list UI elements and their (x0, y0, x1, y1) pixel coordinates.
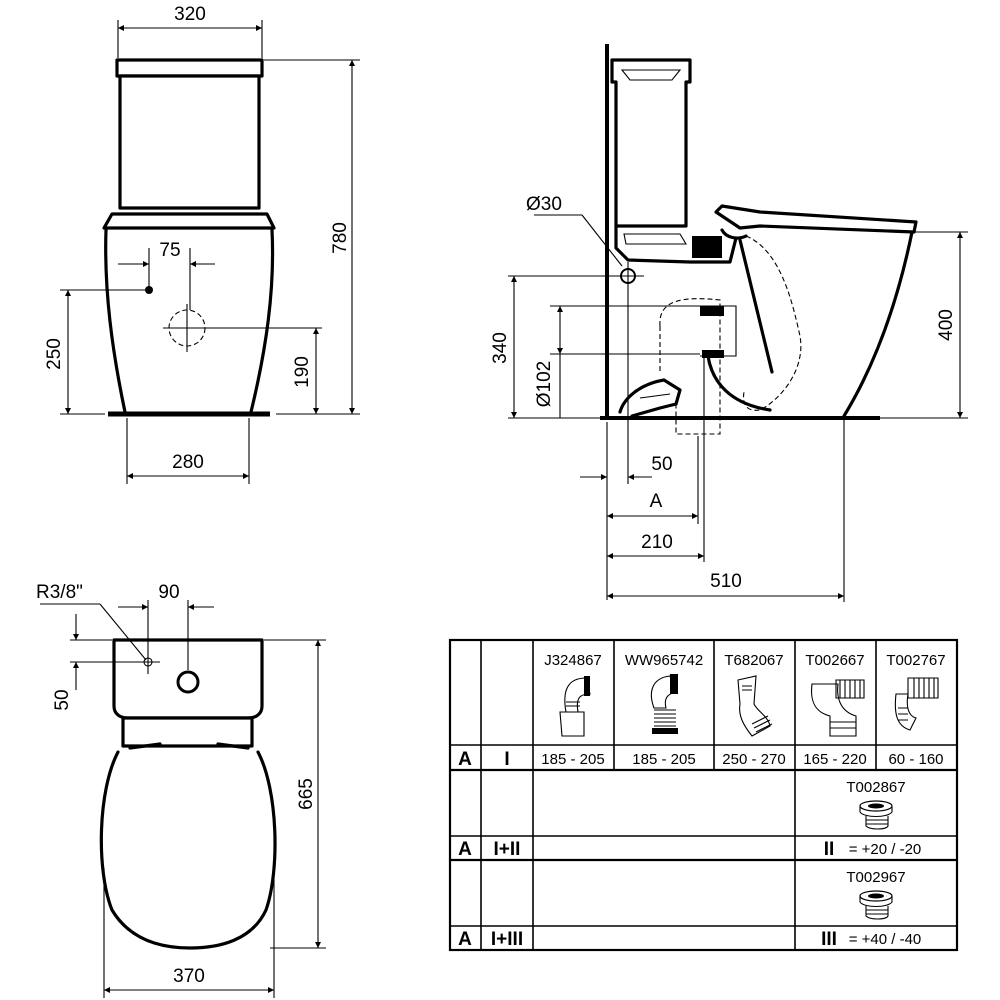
dim-75: 75 (159, 240, 180, 261)
table-code-1: J324867 (544, 652, 602, 669)
connector-table: J324867 WW965742 T682067 T002667 T002767 (448, 638, 959, 952)
table-row2-code: T002867 (846, 779, 905, 796)
table-code-3: T682067 (724, 652, 783, 669)
dim-diameter-102: Ø102 (534, 361, 555, 407)
connector-icon-3 (737, 675, 773, 737)
table-range-4: 165 - 220 (803, 751, 866, 768)
table-code-2: WW965742 (625, 652, 703, 669)
dim-340: 340 (490, 332, 511, 364)
table-range-3: 250 - 270 (722, 751, 785, 768)
connector-icon-1 (559, 676, 591, 737)
dim-400: 400 (936, 309, 957, 341)
table-row2-label-b: I+II (494, 839, 521, 860)
table-row3-roman: III (821, 929, 837, 950)
connector-icon-4 (810, 679, 865, 737)
table-row1-label-b: I (504, 749, 509, 770)
dim-50-side: 50 (651, 454, 672, 475)
dim-190: 190 (292, 356, 313, 388)
table-range-2: 185 - 205 (632, 751, 695, 768)
dim-diameter-30: Ø30 (526, 194, 562, 215)
dim-780: 780 (330, 222, 351, 254)
table-code-4: T002667 (805, 652, 864, 669)
table-row3-label-a: A (458, 929, 472, 950)
connector-icon-5 (894, 677, 939, 731)
front-view: 320 780 75 250 190 280 (44, 4, 360, 484)
dim-A: A (650, 491, 663, 512)
adapter-icon-3 (859, 890, 893, 920)
table-range-5: 60 - 160 (888, 751, 943, 768)
table-row1-label-a: A (458, 749, 472, 770)
dim-280: 280 (172, 452, 204, 473)
table-row2-adjust: = +20 / -20 (849, 841, 922, 858)
dim-50-top: 50 (52, 689, 73, 710)
table-code-5: T002767 (886, 652, 945, 669)
table-row3-code: T002967 (846, 869, 905, 886)
table-range-1: 185 - 205 (541, 751, 604, 768)
dim-510: 510 (710, 571, 742, 592)
top-view: R3/8" 90 50 665 370 (36, 582, 326, 998)
table-row2-roman: II (824, 839, 835, 860)
dim-370: 370 (173, 966, 205, 987)
adapter-icon-2 (859, 800, 893, 830)
connector-icon-2 (650, 674, 678, 734)
dim-250: 250 (44, 338, 65, 370)
dim-320: 320 (174, 4, 206, 25)
table-row2-label-a: A (458, 839, 472, 860)
side-view: Ø30 340 Ø102 400 50 A 210 510 (490, 44, 968, 602)
table-row3-adjust: = +40 / -40 (849, 931, 922, 948)
dim-90: 90 (158, 582, 179, 603)
dim-210: 210 (641, 532, 673, 553)
dim-665: 665 (296, 778, 317, 810)
dim-thread-r38: R3/8" (36, 582, 83, 603)
table-row3-label-b: I+III (491, 929, 523, 950)
